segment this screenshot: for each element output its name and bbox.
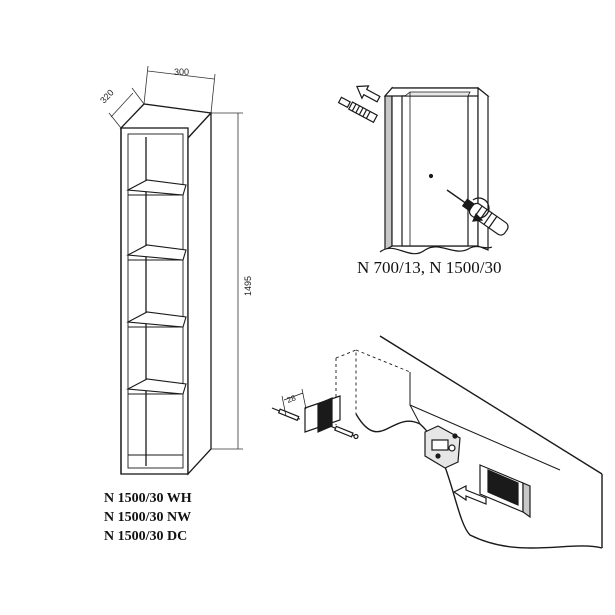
height-dimension-label: 1495	[243, 276, 253, 296]
dimension-lines	[108, 65, 243, 450]
width-dimension-label: 300	[174, 67, 189, 77]
install-caption: N 700/13, N 1500/30	[357, 258, 502, 277]
bracket-detail	[271, 335, 603, 549]
model-code: N 1500/30 DC	[104, 529, 188, 544]
mounting-clip	[424, 425, 461, 469]
wall-plate	[271, 388, 359, 440]
screw-offset-label: 28	[286, 393, 298, 405]
wall-mount-detail	[337, 85, 509, 255]
shelf-unit-drawing	[119, 103, 213, 476]
depth-dimension-label: 320	[98, 88, 116, 106]
model-code: N 1500/30 WH	[104, 491, 192, 506]
model-code: N 1500/30 NW	[104, 510, 192, 525]
hanging-plate	[479, 464, 531, 519]
model-list: N 1500/30 WH N 1500/30 NW N 1500/30 DC	[104, 489, 192, 546]
